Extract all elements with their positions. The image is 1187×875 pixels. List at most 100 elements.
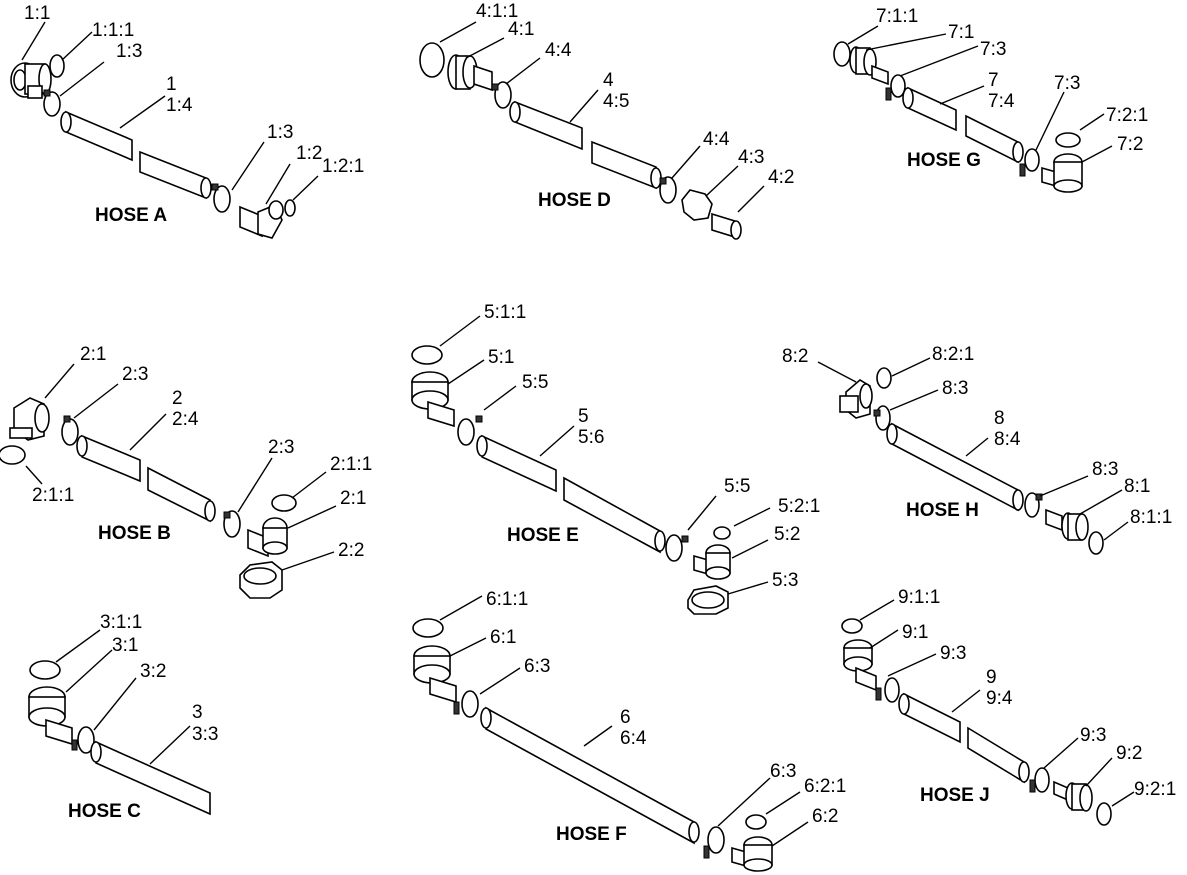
hose-e-label-fitting-1: 5:1 [488,347,514,368]
hose-d-stem [711,212,742,240]
hose-h-clamp-1 [873,405,891,431]
hose-b-label-length: 2:4 [172,409,199,430]
hose-j-label-oring-1: 9:1:1 [898,587,940,608]
hose-h-label-clamp-2: 8:3 [1092,459,1118,480]
hose-e-oring-1 [411,345,443,365]
hose-j-clamp-1 [884,677,900,703]
hose-d-title: HOSE D [538,190,611,211]
hose-a-oring-2 [284,199,296,217]
hose-d-hose-section [509,100,662,190]
hose-j-label-fitting-2: 9:2 [1116,743,1142,764]
hose-e-label-length: 5:6 [578,427,604,448]
hose-h-fitting [1045,508,1089,541]
hose-h-title: HOSE H [906,500,979,521]
hose-j-oring-1 [841,618,863,634]
hose-e-label-clamp-2: 5:5 [724,476,750,497]
hose-g-label-fitting-2: 7:2 [1117,134,1143,155]
hose-b-label-oring-2: 2:1:1 [330,454,372,475]
hose-g-label-oring-2: 7:2:1 [1106,105,1148,126]
hose-g-title: HOSE G [907,150,981,171]
hose-c-label-hose: 3 [192,702,203,723]
hose-a-label-hose: 1 [166,74,177,95]
hose-g-label-clamp-2: 7:3 [1054,73,1080,94]
hose-d-clamp-2 [659,176,677,204]
hose-b-oring-1 [0,445,26,465]
hose-h-clamp-2 [1024,492,1043,518]
hose-c-oring [29,660,61,680]
hose-j-label-fitting-1: 9:1 [902,622,928,643]
hose-d-label-clamp-2: 4:4 [703,129,730,150]
hose-g-oring-1 [833,41,851,67]
hose-b-clamp-1 [61,415,79,446]
hose-h-hose-section [886,422,1024,512]
hose-e-label-clamp-1: 5:5 [522,372,548,393]
hose-h-label-oring-2: 8:1:1 [1130,507,1172,528]
hose-e-oring-2 [713,526,731,540]
hose-b-oring-2 [271,494,297,512]
hose-j-title: HOSE J [920,785,990,806]
hose-e-label-oring-2: 5:2:1 [778,496,820,517]
hose-a-clamp-2 [211,183,231,213]
hose-a-label-clamp-2: 1:3 [267,122,293,143]
hose-g-label-length: 7:4 [988,91,1015,112]
hose-a-label-clamp-1: 1:3 [116,41,142,62]
hose-j-fitting-2 [1053,780,1093,812]
hose-e-hose-section [476,434,666,554]
hose-f-group: 6:1:1 6:1 6:3 6 6:4 6:3 6:2:1 6:2 HOSE F [412,589,846,872]
hose-b-elbow [9,397,50,441]
hose-f-hose-section [480,706,700,845]
hose-f-label-oring-2: 6:2:1 [804,776,846,797]
hose-f-label-oring-1: 6:1:1 [486,589,528,610]
hose-a-group: 1:1 1:1:1 1:3 1 1:4 1:3 1:2 1:2:1 HOSE A [10,3,364,239]
hose-e-label-fitting-2: 5:2 [774,524,800,545]
hose-d-label-hose: 4 [603,70,614,91]
hose-f-label-fitting-2: 6:2 [812,806,838,827]
hose-f-clamp-1 [461,690,479,718]
hose-b-fitting [247,517,288,558]
hose-f-label-fitting-1: 6:1 [490,627,516,648]
hose-g-label-oring-1: 7:1:1 [876,6,918,27]
hose-j-oring-2 [1096,802,1112,826]
hose-c-clamp [77,726,95,754]
hose-g-oring-2 [1055,132,1081,148]
hose-e-fitting-2 [693,544,731,580]
hose-e-label-oring-1: 5:1:1 [484,302,526,323]
hose-a-swivel-fitting [10,62,52,99]
hose-b-clamp-2 [223,510,241,538]
hose-f-fitting-1 [413,645,460,715]
hose-e-group: 5:1:1 5:1 5:5 5 5:6 5:5 5:2:1 5:2 5:3 HO… [411,302,820,615]
hose-a-hose-section [60,110,212,200]
hose-j-fitting-1 [843,639,882,701]
hose-e-clamp-1 [457,415,483,446]
hose-b-title: HOSE B [98,523,171,544]
hose-f-label-hose: 6 [620,707,631,728]
hose-f-oring-2 [745,814,767,830]
hose-d-group: 4:1:1 4:1 4:4 4 4:5 4:4 4:3 4:2 HOSE D [419,1,794,240]
hose-h-elbow [839,379,873,419]
hose-b-label-oring-1: 2:1:1 [32,485,74,506]
hose-h-label-length: 8:4 [994,429,1021,450]
hose-c-fitting [28,686,78,751]
hose-a-label-oring-2: 1:2:1 [322,156,364,177]
hose-h-label-fitting: 8:1 [1124,476,1150,497]
hose-d-clamp-1 [491,81,512,109]
hose-a-oring-1 [49,54,65,78]
hose-e-label-nut: 5:3 [772,570,798,591]
hose-c-label-length: 3:3 [192,724,218,745]
hose-d-oring [419,42,445,78]
hose-h-oring-1 [876,367,892,389]
hose-g-label-clamp-1: 7:3 [980,39,1006,60]
hose-f-label-clamp-1: 6:3 [524,656,550,677]
hose-j-label-oring-2: 9:2:1 [1134,779,1176,800]
hose-d-nut [681,189,713,221]
hose-g-fitting-2 [1041,153,1083,193]
hose-h-label-hose: 8 [994,408,1005,429]
hose-b-label-clamp-1: 2:3 [122,364,148,385]
hose-f-label-clamp-2: 6:3 [770,761,796,782]
hose-a-elbow [239,200,284,239]
hose-j-hose-section [898,692,1030,784]
hose-g-label-fitting-1: 7:1 [948,22,974,43]
hose-g-hose-section [902,86,1024,164]
hose-j-group: 9:1:1 9:1 9:3 9 9:4 9:3 9:2 9:2:1 HOSE J [841,587,1176,826]
hose-j-label-hose: 9 [986,667,997,688]
